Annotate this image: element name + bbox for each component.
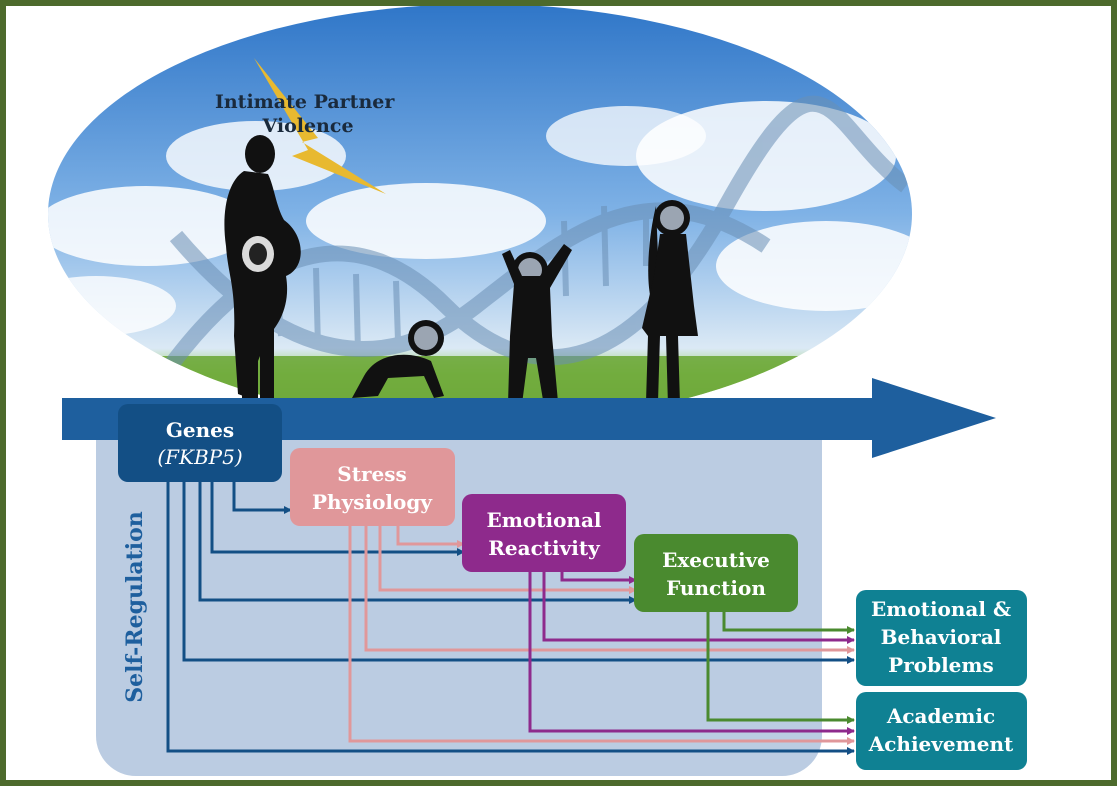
toddler-icon xyxy=(502,244,572,406)
node-emotional-reactivity: Emotional Reactivity xyxy=(462,494,626,572)
node-academic-achievement: Academic Achievement xyxy=(856,692,1027,770)
timeline-arrow xyxy=(62,378,996,458)
svg-text:Reactivity: Reactivity xyxy=(488,536,601,560)
svg-text:Function: Function xyxy=(666,576,766,600)
node-genes: Genes (FKBP5) xyxy=(118,404,282,482)
self-regulation-label: Self-Regulation xyxy=(122,511,148,703)
node-executive-function: Executive Function xyxy=(634,534,798,612)
node-genes-title: Genes xyxy=(166,418,234,442)
crawling-baby-icon xyxy=(352,320,444,398)
pregnant-woman-icon xyxy=(224,135,301,406)
emotional-connectors xyxy=(528,572,855,735)
svg-text:Emotional &: Emotional & xyxy=(871,597,1011,621)
girl-icon xyxy=(642,200,698,406)
diagram-frame: Intimate Partner Violence xyxy=(6,6,1111,780)
node-emotional-behavioral-problems: Emotional & Behavioral Problems xyxy=(856,590,1027,686)
svg-text:Physiology: Physiology xyxy=(312,490,433,514)
sky-scene xyxy=(48,6,912,424)
executive-connectors xyxy=(706,612,855,724)
svg-text:Behavioral: Behavioral xyxy=(881,625,1002,649)
svg-text:Stress: Stress xyxy=(337,462,406,486)
svg-text:Emotional: Emotional xyxy=(486,508,601,532)
svg-text:Problems: Problems xyxy=(888,653,994,677)
silhouette-figures xyxy=(224,135,698,406)
node-genes-subtitle: (FKBP5) xyxy=(157,445,242,469)
stress-connectors xyxy=(348,526,855,745)
self-regulation-panel xyxy=(96,398,822,776)
stressor-label: Intimate Partner Violence xyxy=(215,91,401,137)
diagram-canvas: Intimate Partner Violence xyxy=(48,6,1027,776)
lightning-icon xyxy=(254,58,386,194)
svg-text:Academic: Academic xyxy=(886,704,995,728)
node-stress-physiology: Stress Physiology xyxy=(290,448,455,526)
svg-text:Achievement: Achievement xyxy=(868,732,1014,756)
svg-text:Executive: Executive xyxy=(662,548,770,572)
